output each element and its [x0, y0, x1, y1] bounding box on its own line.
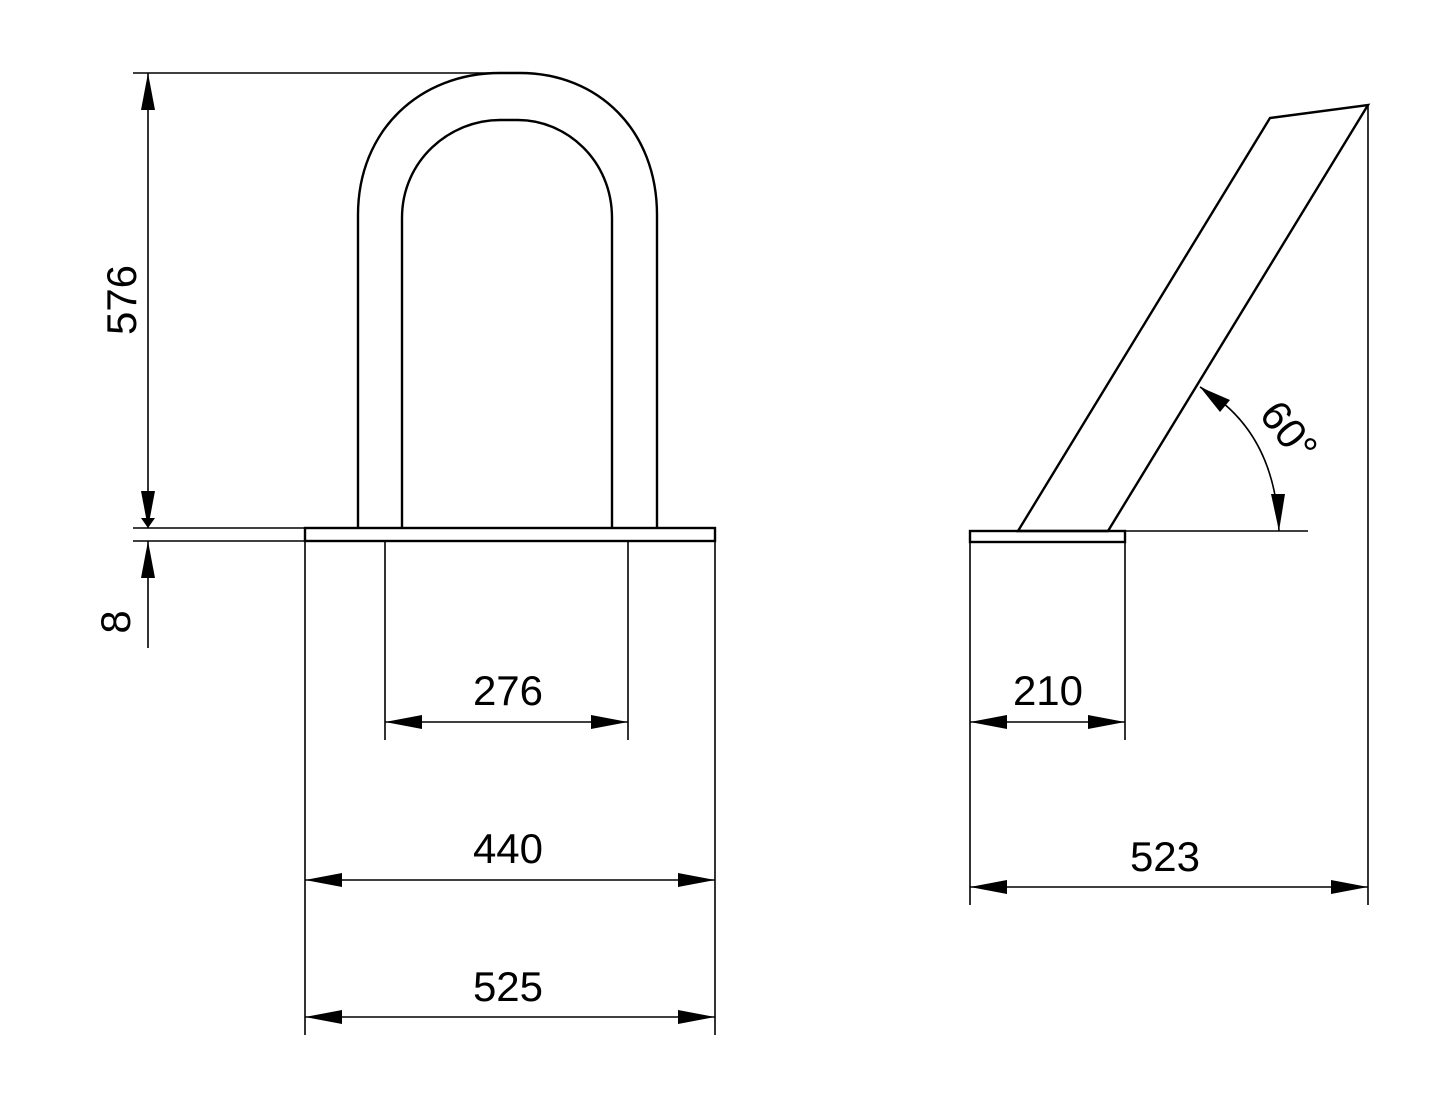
front-view — [303, 71, 717, 543]
arrow-276-right — [591, 715, 628, 729]
arrow-base-thickness — [141, 541, 155, 578]
arrow-210-right — [1088, 715, 1125, 729]
arrow-base-thickness-top — [141, 518, 155, 528]
dim-label-height: 576 — [98, 265, 145, 335]
arrow-angle-top — [1200, 387, 1230, 412]
tube-outer-outline — [356, 71, 659, 528]
arrow-523-right — [1331, 880, 1368, 894]
dim-label-523: 523 — [1130, 833, 1200, 880]
dim-label-440: 440 — [473, 825, 543, 872]
side-view — [968, 103, 1371, 544]
dim-label-210: 210 — [1013, 667, 1083, 714]
dim-label-525: 525 — [473, 963, 543, 1010]
base-plate — [303, 526, 717, 543]
inclined-tube — [1015, 103, 1371, 533]
arrow-525-right — [678, 1010, 715, 1024]
arrow-height-bottom — [141, 491, 155, 528]
dim-label-base-thickness: 8 — [92, 610, 139, 633]
dim-label-276: 276 — [473, 667, 543, 714]
arrow-440-right — [678, 873, 715, 887]
arrow-440-left — [305, 873, 342, 887]
arrow-height-top — [141, 73, 155, 110]
arrow-523-left — [970, 880, 1007, 894]
tube-inner-outline — [400, 118, 614, 528]
dim-label-angle: 60° — [1251, 392, 1327, 471]
side-base-plate — [968, 529, 1127, 544]
arrow-276-left — [385, 715, 422, 729]
arrow-525-left — [305, 1010, 342, 1024]
arrow-210-left — [970, 715, 1007, 729]
arrow-angle-bottom — [1271, 494, 1285, 531]
